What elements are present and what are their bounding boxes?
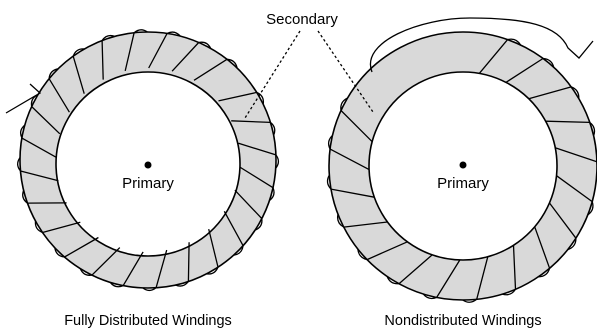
secondary-pointer-right — [317, 30, 374, 113]
right-winding-turn — [545, 120, 596, 137]
left-winding-turn — [223, 210, 244, 256]
right-winding-turn — [327, 134, 370, 171]
left-winding-turn — [101, 34, 116, 80]
right-winding-turn — [340, 97, 373, 143]
left-winding-turn — [17, 157, 59, 182]
left-windings — [17, 29, 280, 292]
left-winding-turn — [238, 142, 280, 169]
right-winding-turn — [502, 245, 517, 296]
left-winding-turn — [193, 58, 238, 81]
left-primary-dot — [144, 161, 152, 169]
right-primary-label: Primary — [437, 175, 489, 192]
left-winding-turn — [19, 124, 57, 158]
secondary-pointer-left — [244, 30, 301, 119]
left-winding-turn — [48, 68, 70, 113]
left-winding-turn — [175, 242, 190, 287]
right-winding-turn — [357, 241, 408, 261]
right-lead-wire — [369, 17, 594, 73]
left-caption: Fully Distributed Windings — [64, 313, 232, 329]
right-winding-turn — [528, 86, 580, 100]
left-winding-turn — [171, 41, 212, 72]
left-winding-turn — [79, 247, 121, 276]
right-winding-turn — [505, 57, 555, 83]
left-toroid: Primary Fully Distributed Windings — [5, 29, 280, 329]
left-winding-turn — [109, 251, 144, 288]
left-winding-turn — [231, 120, 276, 136]
right-toroid: Primary Nondistributed Windings — [326, 17, 597, 329]
right-winding-turn — [462, 256, 489, 303]
left-winding-turn — [72, 48, 85, 94]
left-winding-turn — [206, 228, 219, 275]
right-winding-turn — [336, 214, 388, 228]
right-primary-dot — [459, 161, 467, 169]
left-core-ring — [19, 31, 277, 289]
left-winding-turn — [34, 220, 81, 234]
right-winding-turn — [422, 259, 461, 300]
left-winding-turn — [148, 31, 181, 69]
right-winding-turn — [556, 175, 594, 216]
right-winding-turn — [326, 174, 375, 198]
secondary-callout: Secondary — [244, 11, 374, 119]
left-winding-turn — [22, 190, 67, 204]
left-winding-turn — [239, 166, 275, 202]
left-primary-label: Primary — [122, 175, 174, 192]
left-winding-turn — [124, 29, 148, 72]
left-winding-turn — [218, 91, 265, 105]
left-lead-wire — [5, 83, 42, 114]
right-winding-turn — [478, 38, 522, 74]
left-winding-turn — [142, 249, 168, 292]
right-winding-turn — [386, 254, 433, 285]
right-winding-turn — [534, 226, 551, 278]
left-winding-turn — [54, 236, 99, 258]
secondary-label: Secondary — [266, 11, 338, 28]
left-winding-turn — [234, 189, 263, 231]
right-winding-turn — [548, 202, 577, 251]
right-caption: Nondistributed Windings — [384, 313, 541, 329]
